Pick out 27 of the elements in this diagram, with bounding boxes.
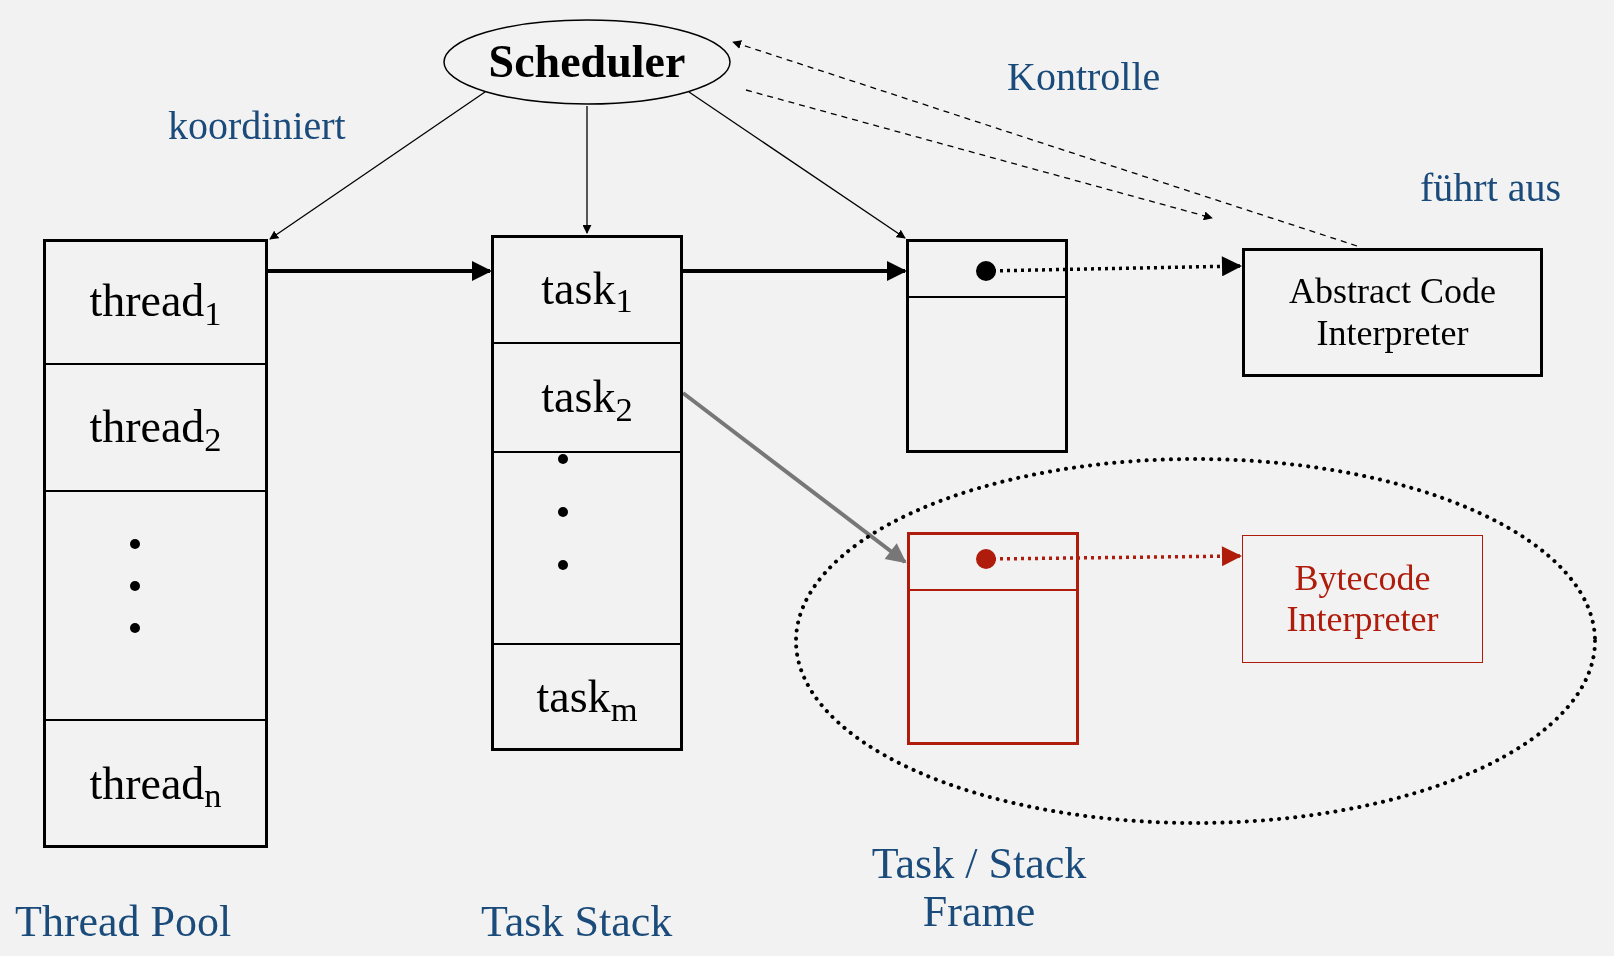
interpreter-label: Bytecode Interpreter [1285, 557, 1440, 641]
group-caption: Task / Stack Frame [870, 840, 1088, 937]
stack-column [491, 235, 683, 751]
interpreter-label: Abstract Code Interpreter [1288, 271, 1497, 354]
stack-cell [491, 452, 683, 644]
stack-cell [43, 491, 268, 720]
group-caption: Thread Pool [15, 898, 232, 947]
edge-label: koordiniert [168, 104, 346, 148]
stack-column [906, 239, 1068, 453]
stack-column [43, 239, 268, 848]
cell-label: task$_{m}$ [536, 671, 638, 724]
stack-column [907, 532, 1079, 745]
scheduler-label: Scheduler [488, 35, 686, 89]
edge-label: führt aus [1420, 166, 1562, 210]
interpreter-box [1242, 248, 1543, 377]
edge-label: Kontrolle [1007, 55, 1161, 99]
scheduler-ellipse [443, 19, 731, 105]
cell-label: thread$_{1}$ [89, 275, 222, 328]
interpreter-box [1242, 535, 1483, 663]
dotted-ellipse [793, 456, 1598, 826]
cell-label: task$_{1}$ [541, 262, 633, 316]
stack-cell [43, 364, 268, 491]
group-caption: Task Stack [481, 898, 673, 947]
cell-label: thread$_{n}$ [89, 757, 222, 811]
cell-label: task$_{2}$ [541, 371, 633, 424]
cell-label: thread$_{2}$ [89, 401, 222, 454]
stack-cell [491, 343, 683, 452]
